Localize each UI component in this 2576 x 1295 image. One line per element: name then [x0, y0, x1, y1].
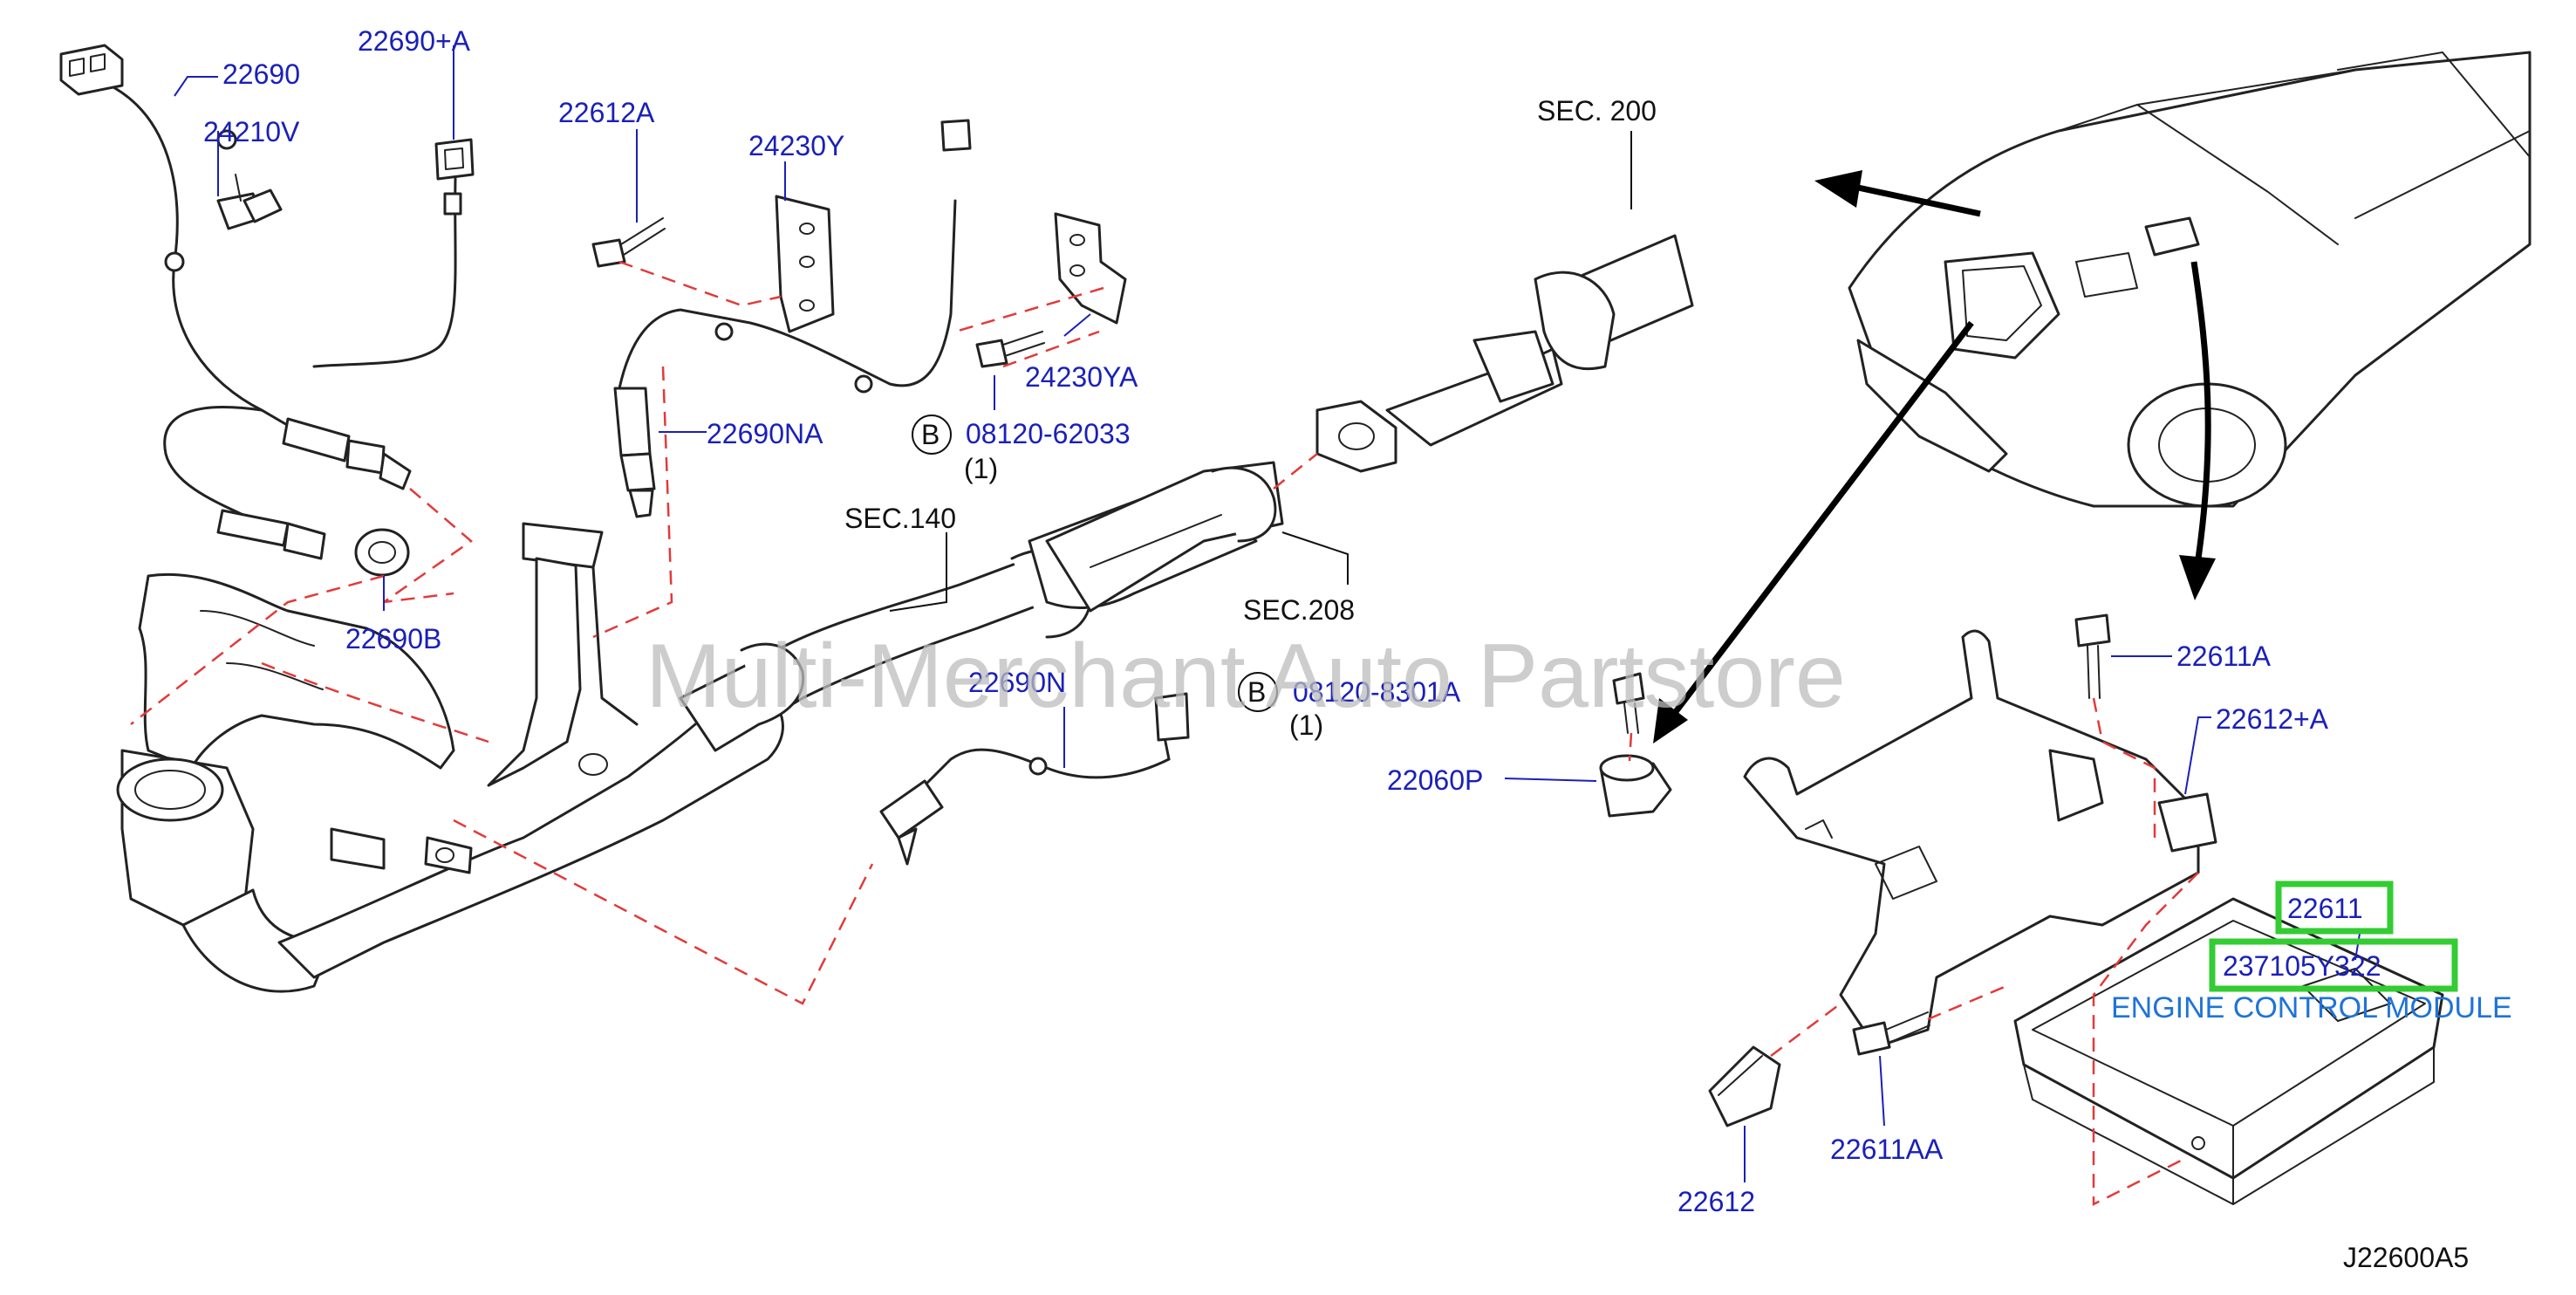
bolt-08120-62033 — [975, 331, 1045, 368]
label-engine-control-module: ENGINE CONTROL MODULE — [2111, 991, 2512, 1024]
part-labels: 22690 22690+A 24210V 22612A 24230Y 24230… — [203, 25, 2512, 1273]
label-24210V: 24210V — [203, 116, 300, 147]
label-sec200: SEC. 200 — [1537, 95, 1657, 127]
label-22611: 22611 — [2287, 893, 2363, 924]
bolt-marker-circle — [912, 415, 952, 455]
label-08120-62033-qty: (1) — [964, 453, 998, 484]
label-22612A: 22612A — [558, 97, 655, 128]
engine-control-module — [2013, 897, 2444, 1205]
bolt-22612A — [591, 217, 666, 268]
bolt-22611AA — [1852, 984, 2007, 1056]
sensor-harness-22690 — [59, 44, 412, 560]
bolt-22611A — [2074, 613, 2156, 838]
vehicle-front-view — [1848, 51, 2532, 508]
sensor-22690A — [312, 138, 475, 368]
leader-lines — [174, 45, 2361, 1182]
bolt-marker-b: B — [921, 419, 940, 450]
label-22611AA: 22611AA — [1830, 1134, 1944, 1165]
label-22611A: 22611A — [2176, 641, 2272, 672]
label-diagram-code: J22600A5 — [2343, 1242, 2469, 1273]
ecm-bracket — [1743, 629, 2200, 1049]
flange-gasket — [1315, 400, 1397, 473]
bolt-marker-circle — [1238, 672, 1278, 712]
label-22690: 22690 — [222, 58, 300, 90]
label-22690A: 22690+A — [358, 25, 471, 57]
front-pipe — [277, 522, 784, 979]
ecm-stay-22612 — [1708, 1045, 1781, 1127]
label-22690NA: 22690NA — [707, 418, 823, 449]
label-24230Y: 24230Y — [748, 130, 844, 161]
label-08120-8301A: 08120-8301A — [1293, 676, 1461, 708]
sensor-22690NA — [613, 119, 972, 518]
assembly-lines-left — [130, 260, 1318, 1005]
label-sec208: SEC.208 — [1243, 594, 1355, 626]
bracket-24230Y — [775, 195, 835, 333]
label-22690N: 22690N — [968, 667, 1066, 698]
washer-22690B — [354, 528, 410, 577]
sensor-clip-24210V — [216, 174, 283, 230]
label-08120-8301A-qty: (1) — [1289, 709, 1323, 741]
exhaust-manifold — [116, 573, 455, 993]
label-sec140: SEC.140 — [844, 503, 956, 534]
catalyst-sec208 — [1045, 461, 1284, 613]
label-24230YA: 24230YA — [1025, 361, 1138, 393]
label-237105Y322: 237105Y322 — [2223, 950, 2381, 982]
highlight-237105Y322 — [2209, 938, 2458, 992]
label-22690B: 22690B — [345, 623, 441, 654]
knock-sensor-22060P — [1599, 672, 1672, 818]
label-08120-62033: 08120-62033 — [966, 418, 1131, 449]
bolt-marker-b: B — [1247, 676, 1266, 708]
bracket-22612A — [2157, 792, 2217, 853]
label-22060P: 22060P — [1387, 764, 1483, 796]
main-muffler-sec200 — [1385, 234, 1694, 447]
sensor-22690N — [879, 692, 1190, 866]
watermark: Multi-Merchant Auto Partstore — [646, 626, 1846, 727]
location-arrows — [1653, 170, 2216, 743]
assembly-lines-right — [1770, 872, 2199, 1207]
highlight-22611 — [2275, 880, 2394, 935]
label-22612A-bracket: 22612+A — [2216, 703, 2329, 735]
label-22612: 22612 — [1677, 1186, 1755, 1217]
bracket-24230YA — [1054, 212, 1127, 325]
